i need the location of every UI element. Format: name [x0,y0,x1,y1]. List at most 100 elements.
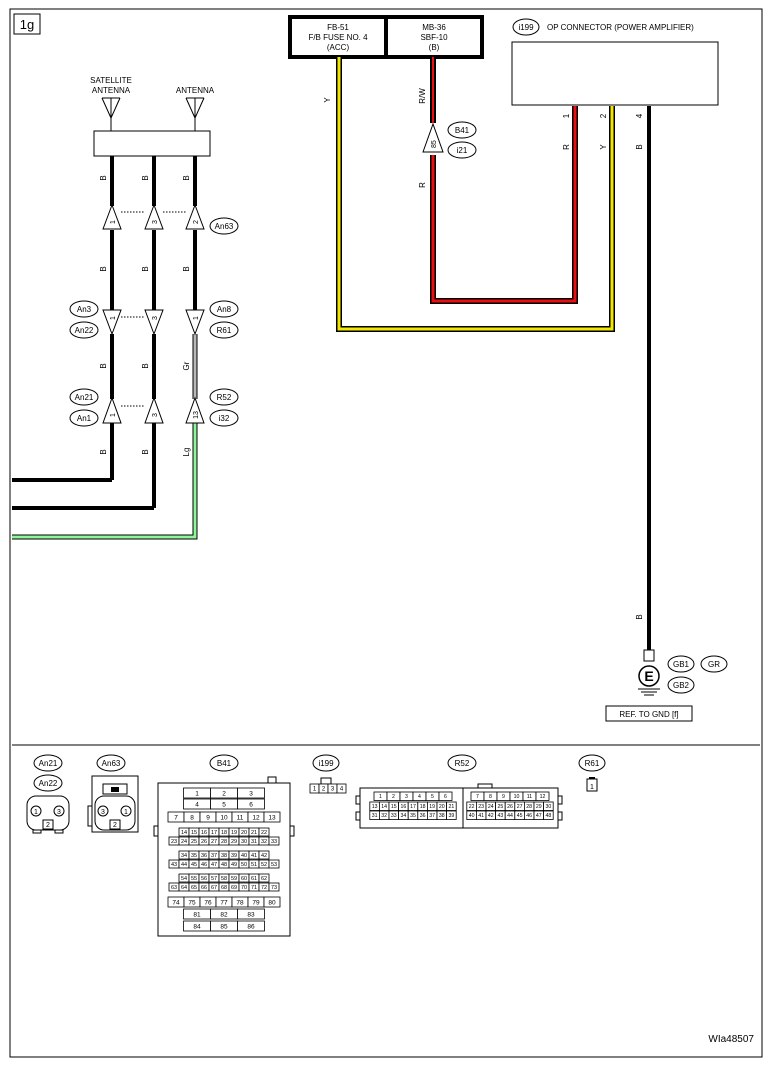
wire-red [431,106,577,303]
wire-yellow [337,57,614,331]
b41-pin: 38 [221,853,227,859]
pinout-b41-oval [209,754,239,772]
b41-pin: 5 [222,801,226,808]
svg-text:2: 2 [113,822,117,829]
b41-pin: 57 [211,876,217,882]
r52-pin: 7 [476,794,479,800]
i199-pin: 2 [322,787,326,793]
r52-pin: 44 [507,813,513,819]
r52-oval [209,388,239,406]
gb2-oval [667,676,695,694]
r52-pin: 24 [488,804,494,810]
ref-gnd-box [605,705,693,722]
r52-pin: 28 [526,804,532,810]
r52-pin-13: 13 [193,411,200,419]
b41-pin: 29 [231,839,237,845]
op-wire-r: R [562,144,571,150]
b41-pin: 14 [181,830,187,836]
r52-pin: 8 [489,794,492,800]
b41-pin: 69 [231,885,237,891]
b41-connector-triangle [422,122,444,153]
b41-pin: 65 [191,885,197,891]
b41-pin: 85 [220,923,228,930]
r52-pin: 21 [449,804,455,810]
b41-pin: 35 [191,853,197,859]
pinout-an63-body [87,775,139,833]
b41-pin: 32 [261,839,267,845]
b41-pin: 79 [252,899,260,906]
op-wire-b: B [635,144,644,149]
an3-pin-3: 3 [152,316,159,320]
op-pin-2: 2 [599,113,608,118]
gr-label: GR [708,660,720,669]
b41-oval [447,121,477,139]
r52-pin: 39 [449,813,455,819]
wire-color-rw: R/W [418,88,427,104]
b41-pin: 49 [231,862,237,868]
op-connector-label: OP CONNECTOR (POWER AMPLIFIER) [547,23,694,32]
pinout-an63-label: An63 [102,759,121,768]
r61-oval [209,321,239,339]
svg-text:B: B [182,266,191,271]
b41-label: B41 [455,126,470,135]
op-connector-id: i199 [518,23,534,32]
b41-pin: 23 [171,839,177,845]
an1-label: An1 [77,414,92,423]
r52-pin: 40 [469,813,475,819]
an8-pin-1: 1 [193,316,200,320]
b41-pin: 75 [188,899,196,906]
b41-pin: 2 [222,790,226,797]
b41-pin: 86 [247,923,255,930]
b41-pin: 66 [201,885,207,891]
i32-oval [209,409,239,427]
r52-pin: 43 [498,813,504,819]
r52-pin: 35 [410,813,416,819]
an8-label: An8 [217,305,232,314]
r52-pin: 26 [507,804,513,810]
b41-pin: 63 [171,885,177,891]
pinout-r52-oval [447,754,477,772]
b41-pin: 80 [268,899,276,906]
an21-connector-row [102,396,205,424]
b41-pin: 15 [191,830,197,836]
an63-pin-3: 3 [152,220,159,224]
an21-oval [69,388,99,406]
b41-pin: 71 [251,885,257,891]
b41-pin: 36 [201,853,207,859]
fuse2-line2: SBF-10 [420,33,448,42]
r52-pin: 47 [536,813,542,819]
b41-pin: 10 [220,814,228,821]
b41-pin: 41 [251,853,257,859]
an63-connector-row [102,203,205,230]
b41-pin: 51 [251,862,257,868]
satellite-antenna-icon [101,97,121,131]
b41-pin: 44 [181,862,187,868]
r52-pin: 34 [401,813,407,819]
pinout-an22-oval [33,774,63,792]
pinout-an21-label: An21 [39,759,58,768]
r61-label: R61 [217,326,232,335]
b41-pin: 13 [268,814,276,821]
r52-pin: 19 [429,804,435,810]
fuse1-line1: FB-51 [327,23,349,32]
an21-label: An21 [75,393,94,402]
gb1-label: GB1 [673,660,690,669]
an63-pin-2: 2 [193,220,200,224]
r52-pin: 41 [478,813,484,819]
b41-pin: 68 [221,885,227,891]
op-pin-4: 4 [635,113,644,118]
b41-pin: 4 [195,801,199,808]
an63-label: An63 [215,222,234,231]
b41-pin: 77 [220,899,228,906]
b41-pin: 39 [231,853,237,859]
satellite-antenna-label-2: ANTENNA [92,86,131,95]
r52-pin: 33 [391,813,397,819]
svg-text:B: B [141,449,150,454]
gr-oval [700,655,728,673]
b41-pin: 62 [261,876,267,882]
b41-pin: 17 [211,830,217,836]
b41-pin: 9 [206,814,210,821]
b41-pin: 25 [191,839,197,845]
